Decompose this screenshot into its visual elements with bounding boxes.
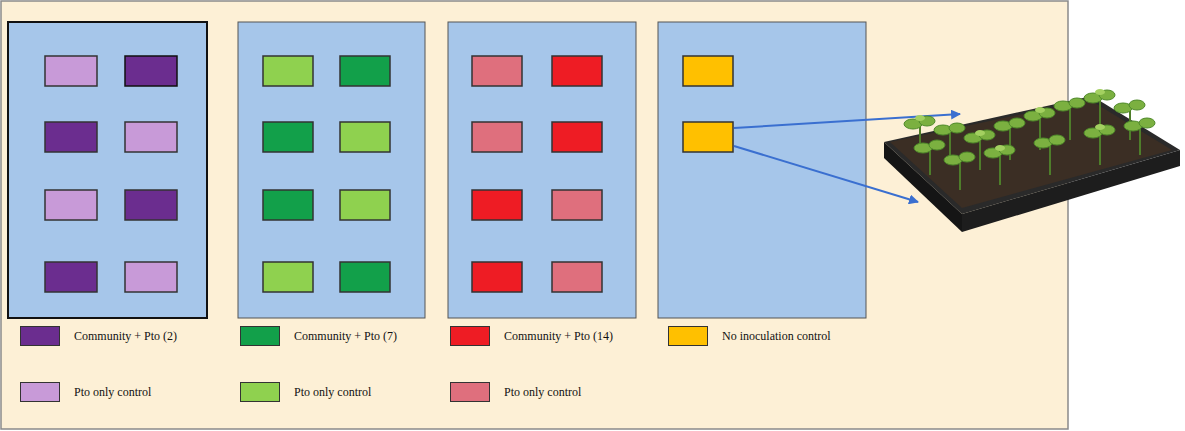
legend-text: Community + Pto (14) [504, 329, 613, 344]
legend-swatch [240, 382, 280, 402]
legend-text: Pto only control [294, 385, 371, 400]
tray-panel [658, 22, 866, 318]
tray-panel [448, 22, 636, 318]
seedling-tray [884, 89, 1180, 232]
legend-swatch [20, 326, 60, 346]
legend-text: Community + Pto (7) [294, 329, 397, 344]
legend-text: No inoculation control [722, 329, 831, 344]
legend-entry: Pto only control [450, 382, 581, 402]
legend-entry: Pto only control [240, 382, 371, 402]
legend-entry: Community + Pto (2) [20, 326, 177, 346]
outer-panel [1, 1, 1068, 429]
pointer-arrow [734, 114, 960, 128]
legend-entry: Community + Pto (14) [450, 326, 613, 346]
tray-panel [238, 22, 425, 318]
legend-swatch [20, 382, 60, 402]
pot-cells [45, 56, 733, 292]
legend-text: Pto only control [504, 385, 581, 400]
legend-swatch [668, 326, 708, 346]
legend-swatch [450, 326, 490, 346]
legend-swatch [240, 326, 280, 346]
legend-entry: No inoculation control [668, 326, 831, 346]
legend-text: Pto only control [74, 385, 151, 400]
legend-entry: Pto only control [20, 382, 151, 402]
legend-text: Community + Pto (2) [74, 329, 177, 344]
legend-entry: Community + Pto (7) [240, 326, 397, 346]
legend-swatch [450, 382, 490, 402]
tray-panel [8, 22, 207, 318]
